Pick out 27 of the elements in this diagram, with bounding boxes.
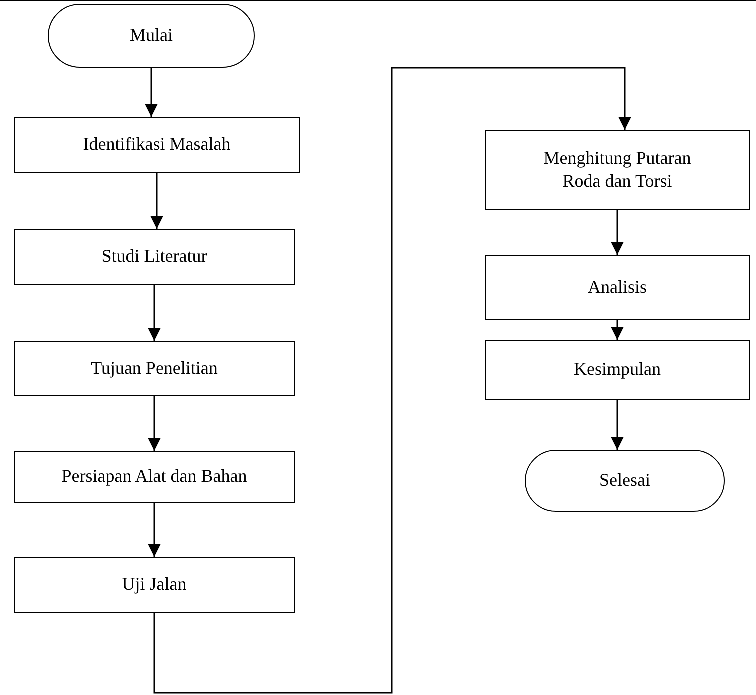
node-label: Identifikasi Masalah (83, 133, 231, 156)
node-label: Studi Literatur (102, 245, 208, 268)
process-box (485, 130, 750, 210)
node-label: Tujuan Penelitian (91, 356, 218, 380)
node-label: Analisis (588, 276, 647, 299)
arrow (150, 173, 164, 229)
node-label: Uji Jalan (122, 573, 187, 596)
arrow (611, 400, 624, 450)
node-label: Persiapan Alat dan Bahan (62, 465, 248, 488)
arrow (148, 503, 161, 557)
node-label: Mulai (130, 24, 173, 48)
arrow (148, 285, 161, 341)
process-box (14, 451, 295, 503)
node-label: Menghitung Putaran Roda dan Torsi (542, 146, 692, 193)
arrow (154, 67, 632, 694)
arrow (611, 320, 624, 340)
arrow (148, 396, 161, 451)
node-label: Selesai (600, 469, 650, 492)
process-box (485, 340, 750, 400)
process-box (14, 341, 295, 396)
arrow (611, 210, 624, 255)
process-box (14, 229, 295, 285)
arrow (145, 68, 158, 117)
process-box (14, 117, 300, 173)
process-box (14, 557, 295, 613)
node-label: Kesimpulan (574, 358, 661, 382)
process-box (485, 255, 750, 320)
